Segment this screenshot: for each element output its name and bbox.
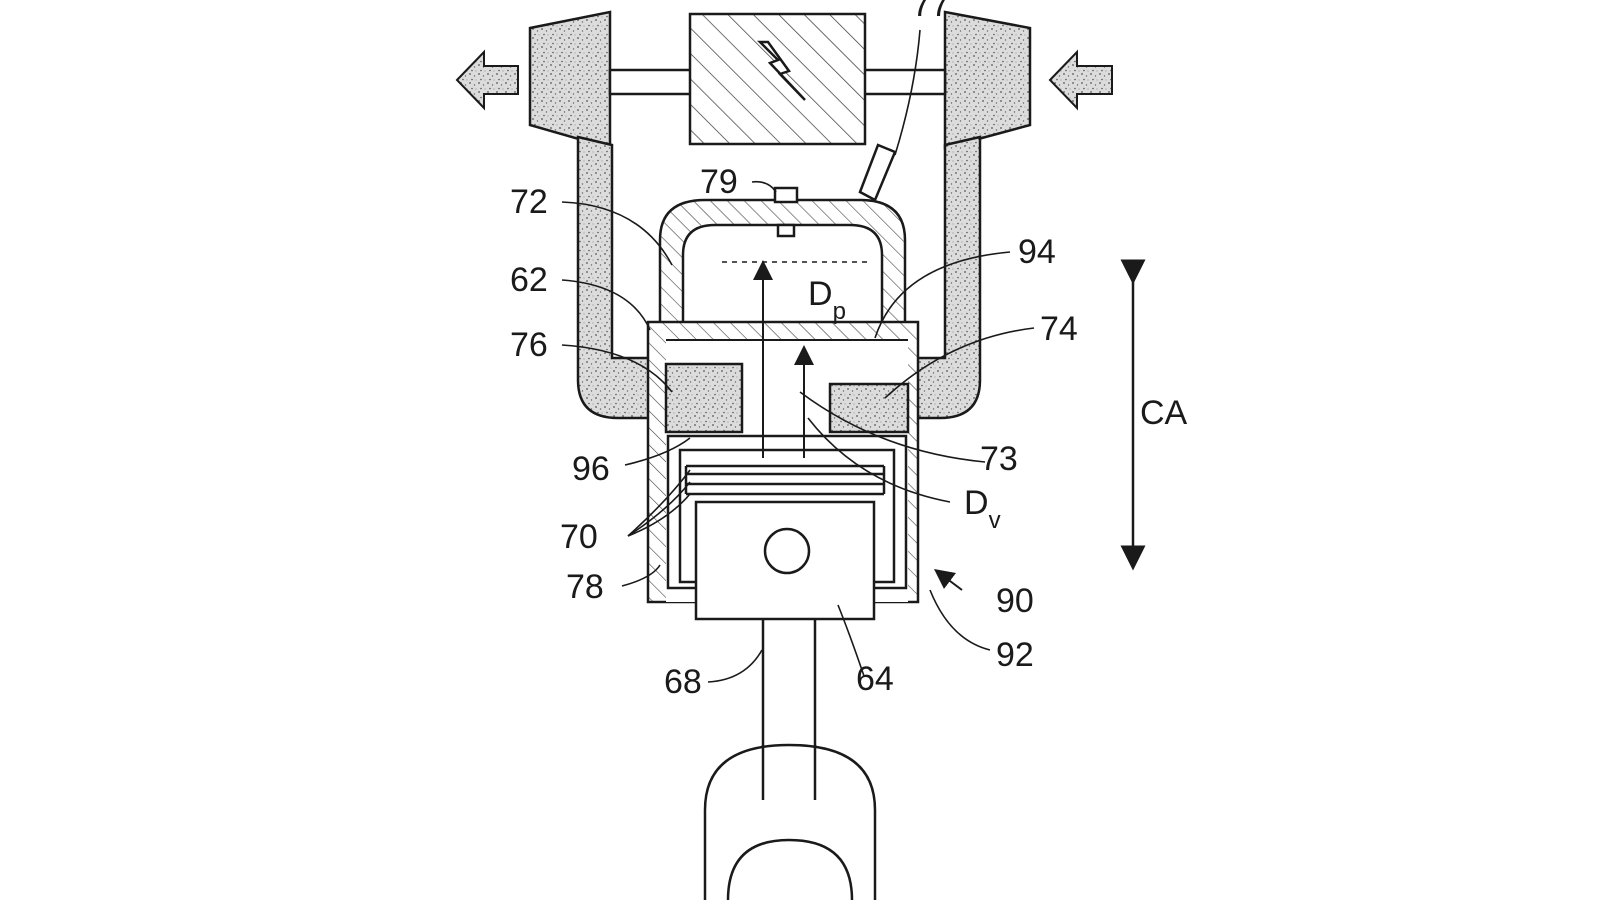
label-94: 94 xyxy=(1018,233,1056,271)
leader-lines xyxy=(561,29,1035,683)
lightning-bolt-icon xyxy=(756,40,806,101)
label-72: 72 xyxy=(510,183,548,221)
compressor-left xyxy=(528,10,612,150)
label-92: 92 xyxy=(996,636,1034,674)
label-79: 79 xyxy=(700,163,738,201)
label-90: 90 xyxy=(996,582,1034,620)
fuel-injector xyxy=(858,143,897,202)
label-62: 62 xyxy=(510,261,548,299)
wrist-pin xyxy=(763,527,811,575)
intake-duct xyxy=(908,135,982,420)
exhaust-flow-arrow-icon xyxy=(455,49,519,111)
label-77: 77 xyxy=(912,0,950,24)
label-70: 70 xyxy=(560,518,598,556)
spark-plug xyxy=(773,186,799,204)
label-73: 73 xyxy=(980,440,1018,478)
intake-port xyxy=(828,382,910,434)
label-64: 64 xyxy=(856,660,894,698)
label-dp: Dp xyxy=(808,275,846,325)
label-dv: Dv xyxy=(964,484,1001,534)
label-78: 78 xyxy=(566,568,604,606)
label-68: 68 xyxy=(664,663,702,701)
cylinder-head xyxy=(658,198,907,334)
compressor-right xyxy=(943,10,1032,150)
exhaust-port xyxy=(664,362,744,434)
intake-flow-arrow-icon xyxy=(1048,49,1113,111)
generator-box xyxy=(688,12,867,146)
exhaust-duct xyxy=(576,135,652,420)
label-74: 74 xyxy=(1040,310,1078,348)
label-ca: CA xyxy=(1140,394,1188,432)
label-76: 76 xyxy=(510,326,548,364)
piston-rings xyxy=(684,464,886,496)
label-96: 96 xyxy=(572,450,610,488)
